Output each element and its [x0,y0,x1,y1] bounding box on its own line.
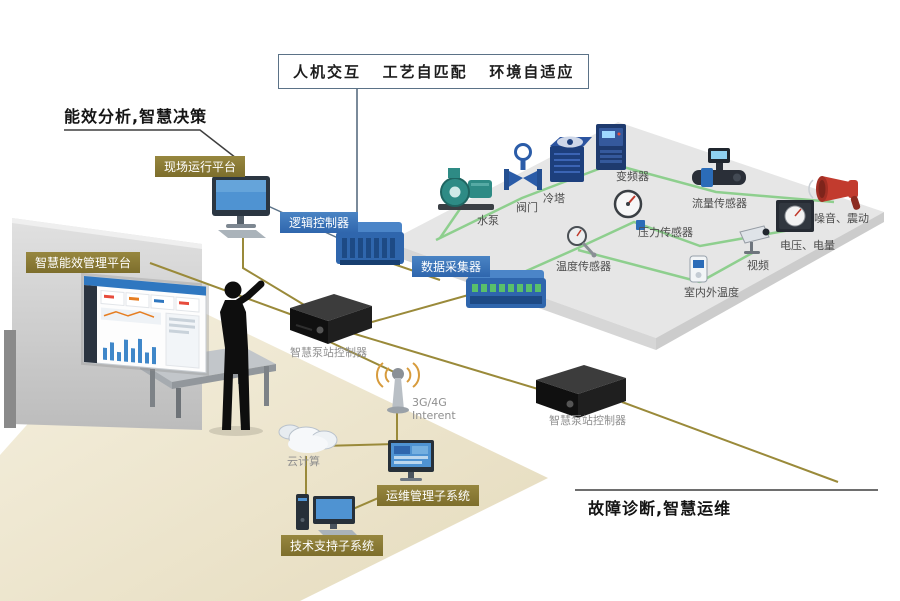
label-data-collector: 数据采集器 [412,256,491,277]
label-water-pump: 水泵 [477,214,499,227]
label-field-platform: 现场运行平台 [155,156,246,177]
pump-controller-icon-1 [290,294,372,344]
label-frequency-converter: 变频器 [616,170,649,183]
field-monitor-icon [212,176,270,238]
antenna-icon [376,362,420,414]
label-logic-controller: 逻辑控制器 [280,212,359,233]
label-voltage-power: 电压、电量 [780,239,835,252]
valve-icon [504,143,542,190]
label-pump-controller-2: 智慧泵站控制器 [549,414,626,427]
network-line2: Interent [412,409,456,422]
temperature-sensor-icon [567,226,597,258]
label-valve: 阀门 [516,201,538,214]
network-line1: 3G/4G [412,396,447,409]
label-indoor-outdoor-temp: 室内外温度 [684,286,739,299]
label-temperature-sensor: 温度传感器 [556,260,611,273]
label-video: 视频 [747,259,769,272]
cloud-icon [278,424,338,453]
label-energy-platform: 智慧能效管理平台 [26,252,141,273]
cooling-tower-icon [550,136,592,182]
label-cloud: 云计算 [287,455,320,468]
headline-energy-analysis: 能效分析,智慧决策 [64,107,208,126]
headline-fault-diagnosis: 故障诊断,智慧运维 [588,499,732,518]
om-monitor-icon [388,440,434,481]
indoor-outdoor-temp-icon [689,255,708,283]
tech-computer-icon [296,494,358,536]
video-camera-icon [739,225,770,254]
label-om-subsystem: 运维管理子系统 [377,485,480,506]
frequency-converter-icon [596,124,626,170]
person-silhouette [209,280,265,436]
label-flow-sensor: 流量传感器 [692,197,747,210]
label-pump-controller-1: 智慧泵站控制器 [290,346,367,359]
dashboard-screen [81,272,209,376]
pressure-sensor-icon [613,189,645,230]
equipment-platform [388,122,884,350]
label-tech-subsystem: 技术支持子系统 [281,535,384,556]
banner: 人机交互 工艺自匹配 环境自适应 [278,54,590,89]
green-lines [435,162,835,284]
label-network: 3G/4G Interent [412,396,456,422]
voltage-power-icon [776,200,814,232]
label-cooling-tower: 冷塔 [543,192,565,205]
flow-sensor-icon [692,148,746,187]
noise-vibration-icon [808,176,861,210]
label-pressure-sensor: 压力传感器 [638,226,693,239]
pump-controller-icon-2 [536,365,626,418]
label-noise-vibration: 噪音、震动 [814,212,869,225]
water-pump-icon [438,168,494,210]
